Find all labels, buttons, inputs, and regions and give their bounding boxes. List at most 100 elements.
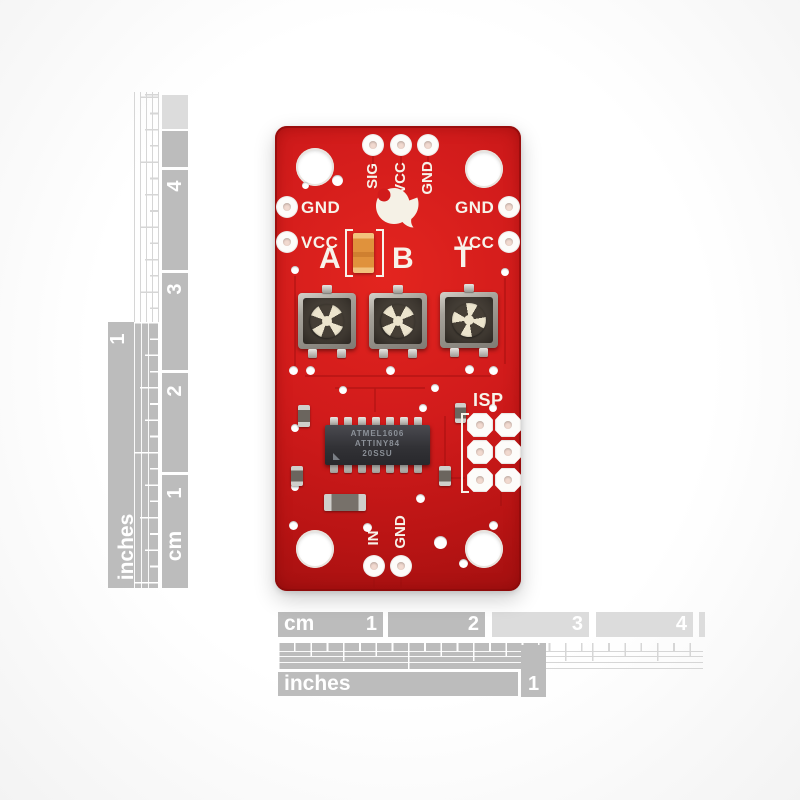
via <box>459 559 468 568</box>
pad-gnd-top <box>417 134 439 156</box>
trimpot-pin <box>408 349 417 358</box>
via <box>419 404 427 412</box>
trimpot-dial-center <box>393 316 403 326</box>
ruler-ticks <box>145 92 150 322</box>
ic-pin <box>386 464 394 473</box>
cm-block-faded <box>162 95 188 129</box>
bottom-ruler-cm-3: 3 <box>571 613 583 635</box>
cm-block-2 <box>388 612 485 637</box>
isp-pad <box>467 413 493 437</box>
ruler-ticks <box>278 656 546 661</box>
ic-pin <box>400 417 408 426</box>
via <box>291 424 299 432</box>
copper-traces <box>294 156 506 588</box>
bottom-ruler-inches-label: inches <box>284 672 351 695</box>
ic-pin <box>358 417 366 426</box>
cm-block-faded <box>699 612 705 637</box>
ruler-ticks <box>278 643 546 651</box>
cm-block-2 <box>162 373 188 472</box>
ruler-ticks <box>150 92 158 322</box>
trimpot-pin <box>322 285 332 293</box>
ic-pin <box>414 417 422 426</box>
left-ruler-cm-2: 2 <box>164 385 186 397</box>
pad-vcc-right <box>498 231 520 253</box>
ic-pin <box>414 464 422 473</box>
trimpot-pin <box>393 285 403 293</box>
bottom-ruler-inch-1: 1 <box>527 673 540 695</box>
ic-pin <box>344 464 352 473</box>
isp-pad <box>495 413 521 437</box>
via <box>291 266 299 274</box>
ic-marking-line2: ATTINY84 <box>354 439 401 448</box>
left-ruler-inches-label: inches <box>115 513 138 581</box>
cm-block-3 <box>162 273 188 370</box>
trimpot-a <box>298 293 356 349</box>
via <box>431 384 439 392</box>
pad-in <box>363 555 385 577</box>
mounting-hole <box>465 530 503 568</box>
isp-pad <box>467 440 493 464</box>
via <box>289 366 298 375</box>
attiny84-ic: ATMEL1606 ATTINY84 20SSU <box>325 425 430 465</box>
via <box>291 483 299 491</box>
smd-component <box>298 405 310 427</box>
via <box>501 268 509 276</box>
isp-bracket <box>461 413 469 493</box>
label-channel-b: B <box>392 242 414 275</box>
isp-pad <box>495 440 521 464</box>
label-in: IN <box>365 530 382 546</box>
via <box>289 521 298 530</box>
cm-block-partial <box>162 131 188 167</box>
cm-block-1 <box>162 475 188 588</box>
ic-pin <box>400 464 408 473</box>
trimpot-dial-center <box>464 315 474 325</box>
ruler-guide-line <box>546 668 703 669</box>
smd-component <box>291 466 303 486</box>
via <box>489 521 498 530</box>
label-gnd-bottom: GND <box>392 515 409 549</box>
left-ruler-cm-4: 4 <box>164 180 186 192</box>
ic-pin <box>330 464 338 473</box>
inch-tick-strip <box>278 643 546 669</box>
trimpot-pin <box>450 348 459 357</box>
via <box>465 365 474 374</box>
via <box>489 404 497 412</box>
ruler-ticks <box>546 651 703 656</box>
ic-pin <box>372 417 380 426</box>
bottom-ruler-cm-label: cm <box>284 612 315 635</box>
inches-strip <box>108 322 158 588</box>
inch-1-block <box>521 645 546 697</box>
via <box>339 386 347 394</box>
trimpot-dial-center <box>322 316 332 326</box>
ic-pin <box>386 417 394 426</box>
via <box>302 182 309 189</box>
bottom-ruler-cm-4: 4 <box>675 613 687 635</box>
cap-bracket <box>376 229 384 277</box>
ic-pin1-mark <box>333 453 340 460</box>
ic-pin <box>372 464 380 473</box>
left-ruler-cm-label: cm <box>163 530 186 562</box>
ruler-ticks <box>150 322 158 588</box>
ruler-ticks <box>546 643 703 651</box>
left-ruler-cm-1: 1 <box>164 487 186 499</box>
pad-gnd-right <box>498 196 520 218</box>
trimpot-t <box>440 292 498 348</box>
trimpot-pin <box>464 284 474 292</box>
trimpot-pin <box>379 349 388 358</box>
via <box>306 366 315 375</box>
ruler-ticks <box>546 656 703 661</box>
bottom-ruler-cm-1: 1 <box>365 613 377 635</box>
via <box>386 366 395 375</box>
bottom-ruler-cm-2: 2 <box>467 613 479 635</box>
cm-block-1 <box>278 612 383 637</box>
ruler-guide-line <box>546 662 703 663</box>
left-ruler-inch-number: 1 <box>107 333 129 345</box>
mounting-hole <box>465 150 503 188</box>
label-isp: ISP <box>473 390 504 410</box>
ic-pin <box>358 464 366 473</box>
isp-pad <box>467 468 493 492</box>
ruler-ticks <box>134 322 140 588</box>
left-ruler-cm-3: 3 <box>164 283 186 295</box>
ruler-ticks <box>145 322 150 588</box>
